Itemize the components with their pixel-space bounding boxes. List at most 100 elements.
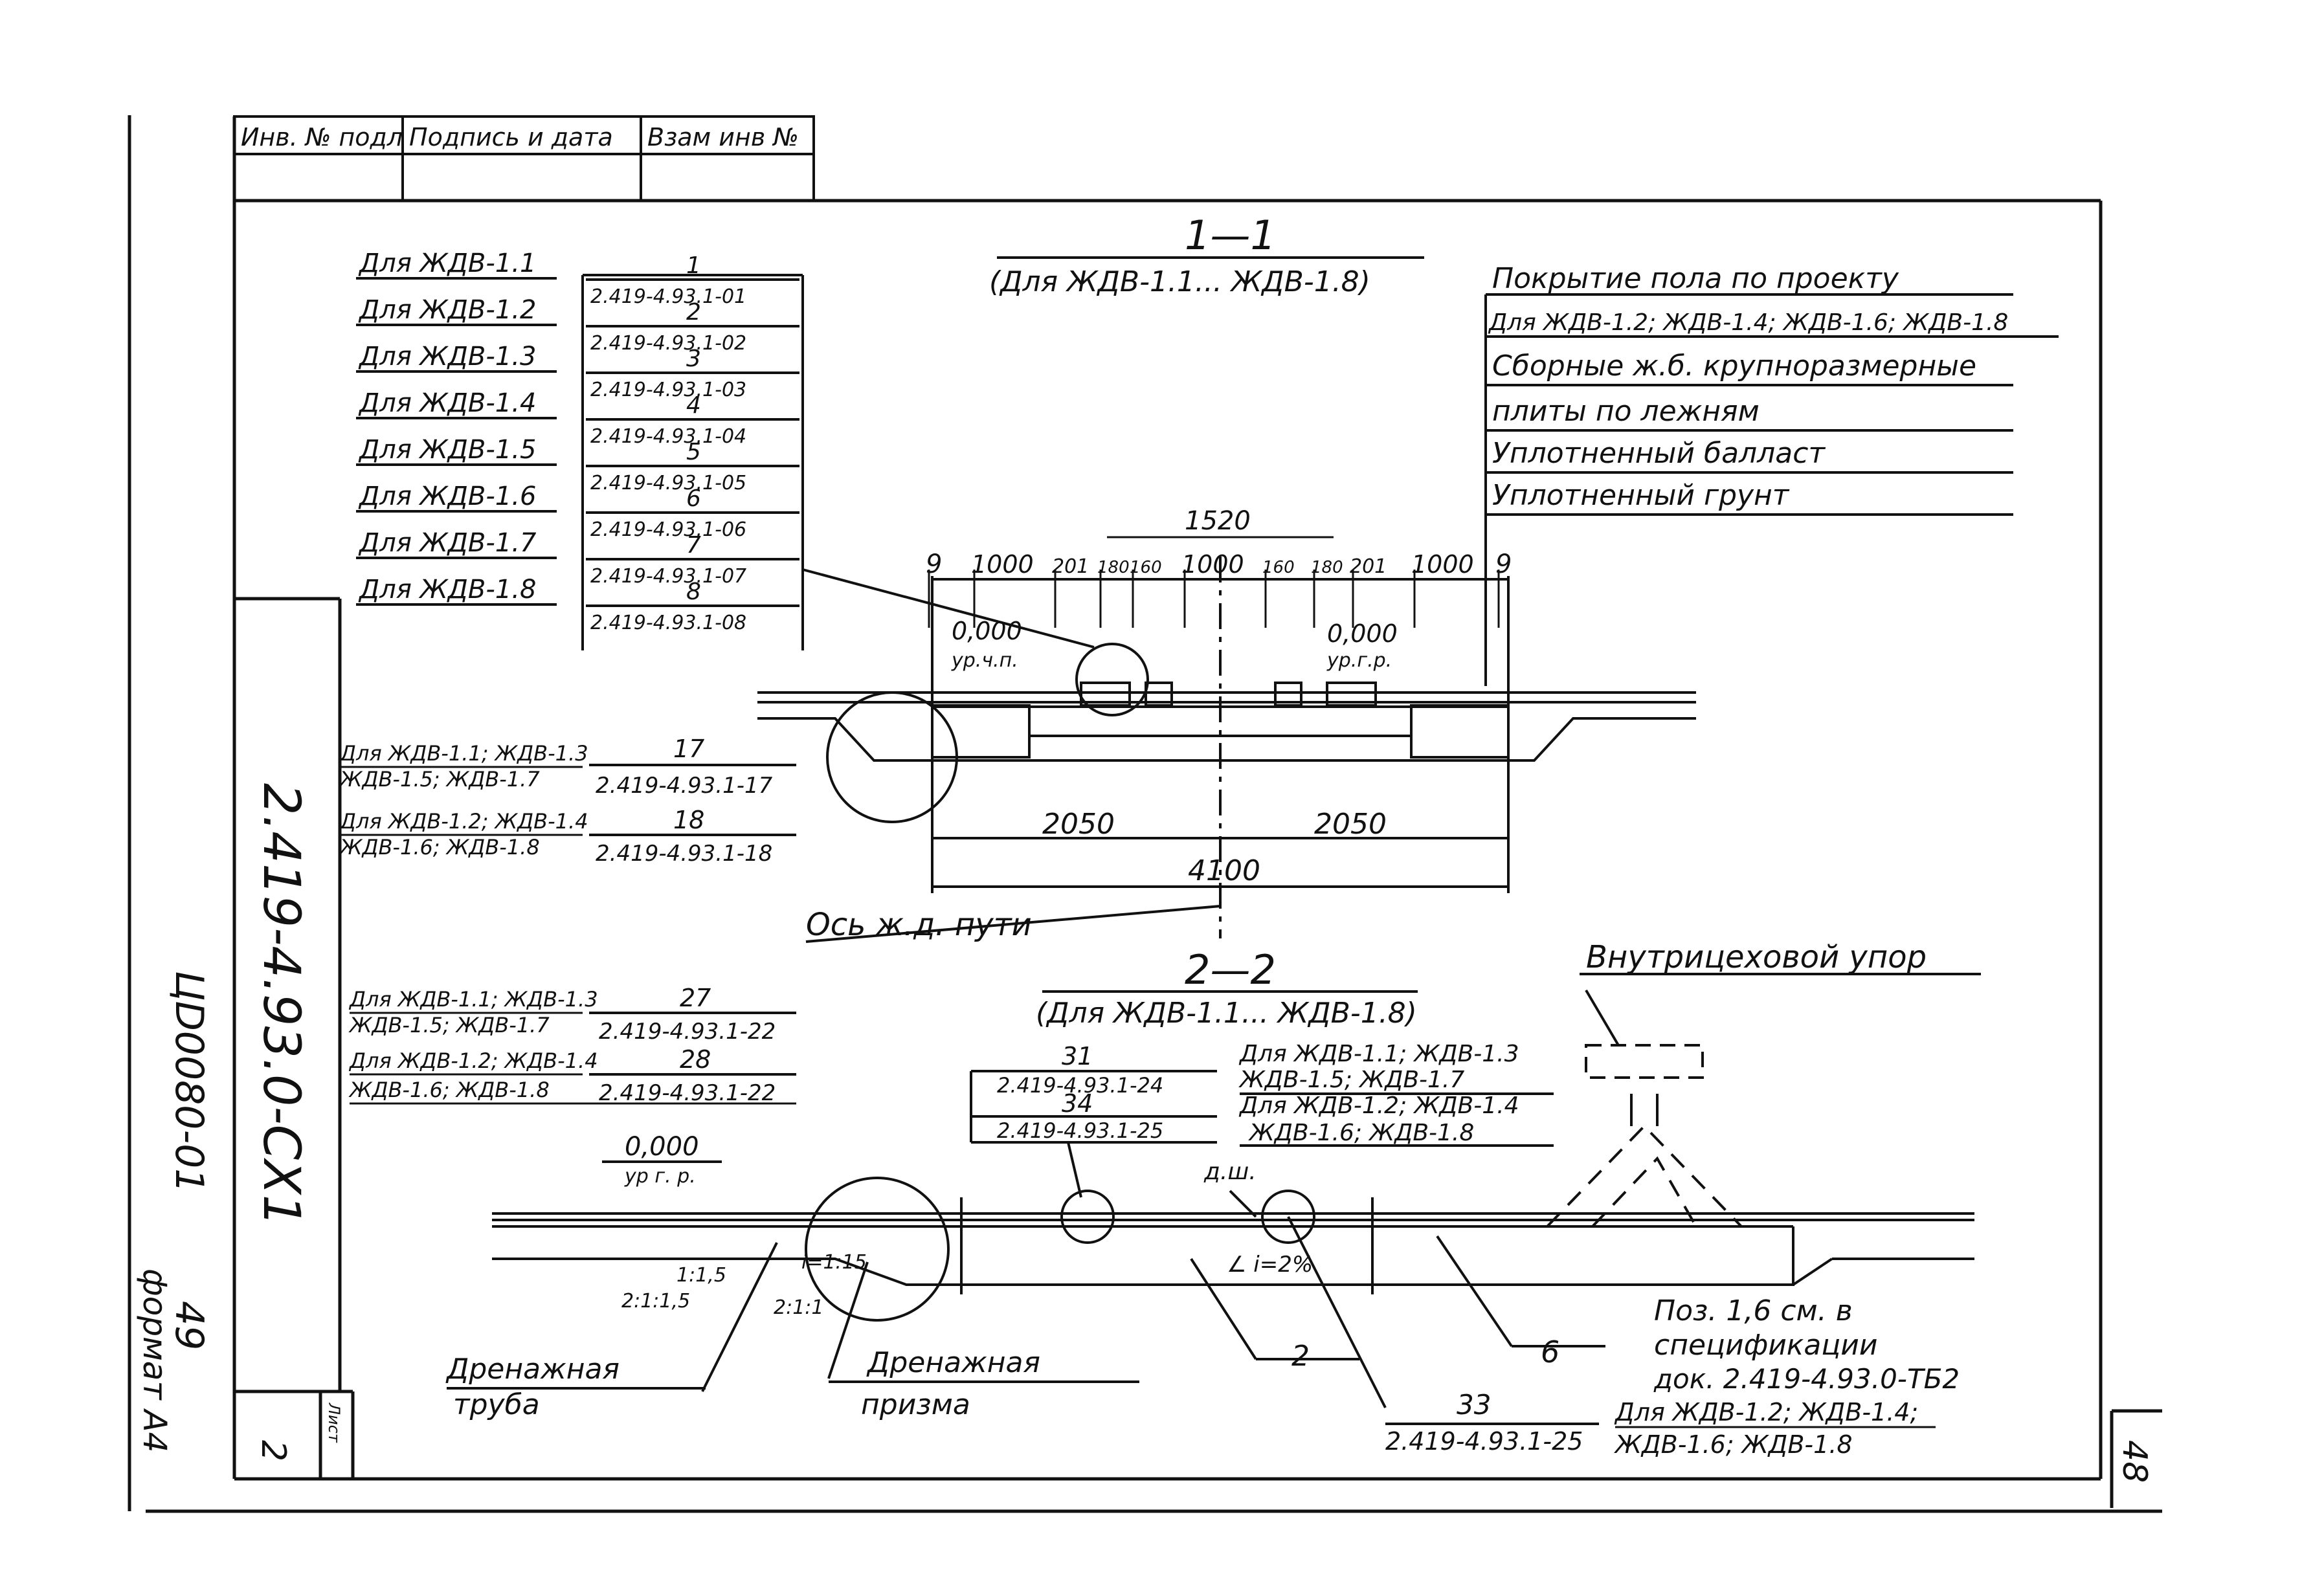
stop-label: Внутрицеховой упор (1586, 939, 1927, 975)
level-left: 0,000 (952, 617, 1022, 645)
axis-label: Ось ж.д. пути (806, 907, 1032, 943)
variant-doc: 2.419-4.93.1-04 (590, 425, 746, 448)
ref31-label1: Для ЖДВ-1.1; ЖДВ-1.3 (1238, 1041, 1519, 1067)
variant-doc: 2.419-4.93.1-01 (590, 285, 746, 308)
ref27-label1: Для ЖДВ-1.1; ЖДВ-1.3 (348, 987, 598, 1012)
section-2-2-profile (492, 989, 1974, 1408)
layer-label: Покрытие пола по проекту (1492, 262, 1899, 295)
variant-num: 5 (686, 439, 701, 465)
variant-label: Для ЖДВ-1.8 (358, 575, 536, 604)
section-1-1-profile (757, 568, 1696, 823)
variant-doc: 2.419-4.93.1-07 (590, 565, 746, 588)
ref28-num: 28 (680, 1045, 711, 1074)
ref31-num: 31 (1062, 1042, 1093, 1070)
variant-num: 6 (686, 485, 701, 512)
ref18-num: 18 (673, 806, 704, 834)
ref18-label2: ЖДВ-1.6; ЖДВ-1.8 (339, 835, 540, 859)
layer-callout: Покрытие пола по проекту Для ЖДВ-1.2; ЖД… (1484, 262, 2059, 686)
ref27-doc: 2.419-4.93.1-22 (599, 1019, 776, 1045)
ref17-doc: 2.419-4.93.1-17 (596, 773, 773, 799)
layer-label: Сборные ж.б. крупноразмерные (1492, 349, 1976, 382)
dim-half-left: 2050 (1042, 808, 1115, 841)
level-right-sub: ур.г.р. (1326, 649, 1392, 672)
level-22-sub: ур г. р. (624, 1165, 696, 1188)
ref28-label2: ЖДВ-1.6; ЖДВ-1.8 (348, 1078, 550, 1102)
ref31-doc: 2.419-4.93.1-24 (997, 1073, 1163, 1098)
variant-label: Для ЖДВ-1.6 (358, 482, 536, 511)
variant-label: Для ЖДВ-1.4 (358, 388, 536, 418)
ref17-num: 17 (673, 735, 704, 763)
slope-label: i=1:15 (801, 1251, 867, 1274)
variant-num: 7 (686, 532, 701, 559)
archive-page: 49 (166, 1301, 212, 1350)
note-line: док. 2.419-4.93.0-ТБ2 (1653, 1363, 1960, 1395)
ref28-label1: Для ЖДВ-1.2; ЖДВ-1.4 (348, 1048, 598, 1073)
ref27-num: 27 (680, 984, 711, 1012)
ref28-doc: 2.419-4.93.1-22 (599, 1080, 776, 1106)
document-code: 2.419-4.93.0-СХ1 (252, 783, 310, 1226)
slope-label: 2:1:1 (774, 1296, 823, 1319)
format-label: формат А4 (136, 1269, 173, 1452)
ref34-num: 34 (1062, 1089, 1093, 1118)
section-2-2-subtitle: (Для ЖДВ-1.1... ЖДВ-1.8) (1036, 997, 1417, 1030)
drain-pipe-label2: труба (453, 1388, 540, 1421)
level-right: 0,000 (1327, 619, 1398, 648)
title-block: Инв. № подл Подпись и дата Взам инв № (233, 115, 815, 202)
margin-labels: 2.419-4.93.0-СХ1 ЦD0080-01 49 формат А4 … (136, 783, 2154, 1483)
layer-label: плиты по лежням (1492, 395, 1760, 428)
ref18-label1: Для ЖДВ-1.2; ЖДВ-1.4 (339, 809, 588, 834)
variant-doc: 2.419-4.93.1-08 (590, 612, 746, 634)
variant-num: 3 (686, 346, 701, 372)
archive-number: ЦD0080-01 (166, 971, 212, 1193)
layer-label: Для ЖДВ-1.2; ЖДВ-1.4; ЖДВ-1.6; ЖДВ-1.8 (1488, 309, 2008, 336)
dim-label: 1000 (1181, 550, 1244, 579)
position-2: 2 (1291, 1340, 1310, 1373)
variant-doc: 2.419-4.93.1-03 (590, 379, 746, 401)
ref31-label2: ЖДВ-1.5; ЖДВ-1.7 (1238, 1067, 1464, 1093)
slope-mid-label: ∠ i=2% (1227, 1252, 1313, 1278)
variant-num: 8 (686, 579, 701, 605)
variant-label: Для ЖДВ-1.3 (358, 342, 536, 371)
ref34-doc: 2.419-4.93.1-25 (997, 1118, 1163, 1143)
variant-doc: 2.419-4.93.1-06 (590, 518, 746, 541)
title-block-col2: Подпись и дата (409, 123, 613, 151)
note-line: Поз. 1,6 см. в (1654, 1294, 1853, 1327)
slope-label: 1:1,5 (676, 1264, 726, 1287)
variant-num: 1 (686, 252, 701, 279)
dim-label: 160 (1130, 558, 1162, 577)
dim-label: 1000 (1411, 550, 1474, 579)
sheet-number: 2 (254, 1440, 293, 1461)
ref33-label1: Для ЖДВ-1.2; ЖДВ-1.4; (1614, 1398, 1918, 1426)
layer-label: Уплотненный балласт (1492, 437, 1826, 470)
variant-doc: 2.419-4.93.1-05 (590, 472, 746, 494)
ref17-label1: Для ЖДВ-1.1; ЖДВ-1.3 (339, 741, 588, 766)
position-6: 6 (1541, 1335, 1559, 1369)
refs-17-18: Для ЖДВ-1.1; ЖДВ-1.3 ЖДВ-1.5; ЖДВ-1.7 17… (339, 735, 796, 867)
section-1-1: 1—1 (Для ЖДВ-1.1... ЖДВ-1.8) Покрытие по… (339, 212, 2059, 943)
sheet-label: Лист (325, 1402, 343, 1443)
ref27-label2: ЖДВ-1.5; ЖДВ-1.7 (348, 1013, 550, 1037)
dim-label: 201 (1052, 555, 1089, 578)
section-2-2: 2—2 (Для ЖДВ-1.1... ЖДВ-1.8) Внутрицехов… (348, 939, 1981, 1459)
ref18-doc: 2.419-4.93.1-18 (596, 841, 772, 867)
dim-label: 180 (1311, 558, 1343, 577)
section-1-1-title: 1—1 (1185, 212, 1276, 259)
variant-label: Для ЖДВ-1.5 (358, 435, 536, 465)
title-block-col3: Взам инв № (647, 123, 799, 151)
variant-num: 2 (686, 299, 701, 326)
variant-label: Для ЖДВ-1.1 (358, 249, 536, 278)
variant-label: Для ЖДВ-1.7 (358, 528, 537, 558)
level-22: 0,000 (625, 1132, 699, 1162)
ref33-doc: 2.419-4.93.1-25 (1385, 1427, 1583, 1456)
label-ds: д.ш. (1203, 1158, 1257, 1185)
level-left-sub: ур.ч.п. (951, 649, 1018, 672)
dim-half-right: 2050 (1314, 808, 1387, 841)
variant-doc: 2.419-4.93.1-02 (590, 332, 746, 355)
note-line: спецификации (1654, 1329, 1877, 1362)
dim-total: 4100 (1188, 854, 1260, 887)
section-2-2-title: 2—2 (1185, 946, 1276, 993)
